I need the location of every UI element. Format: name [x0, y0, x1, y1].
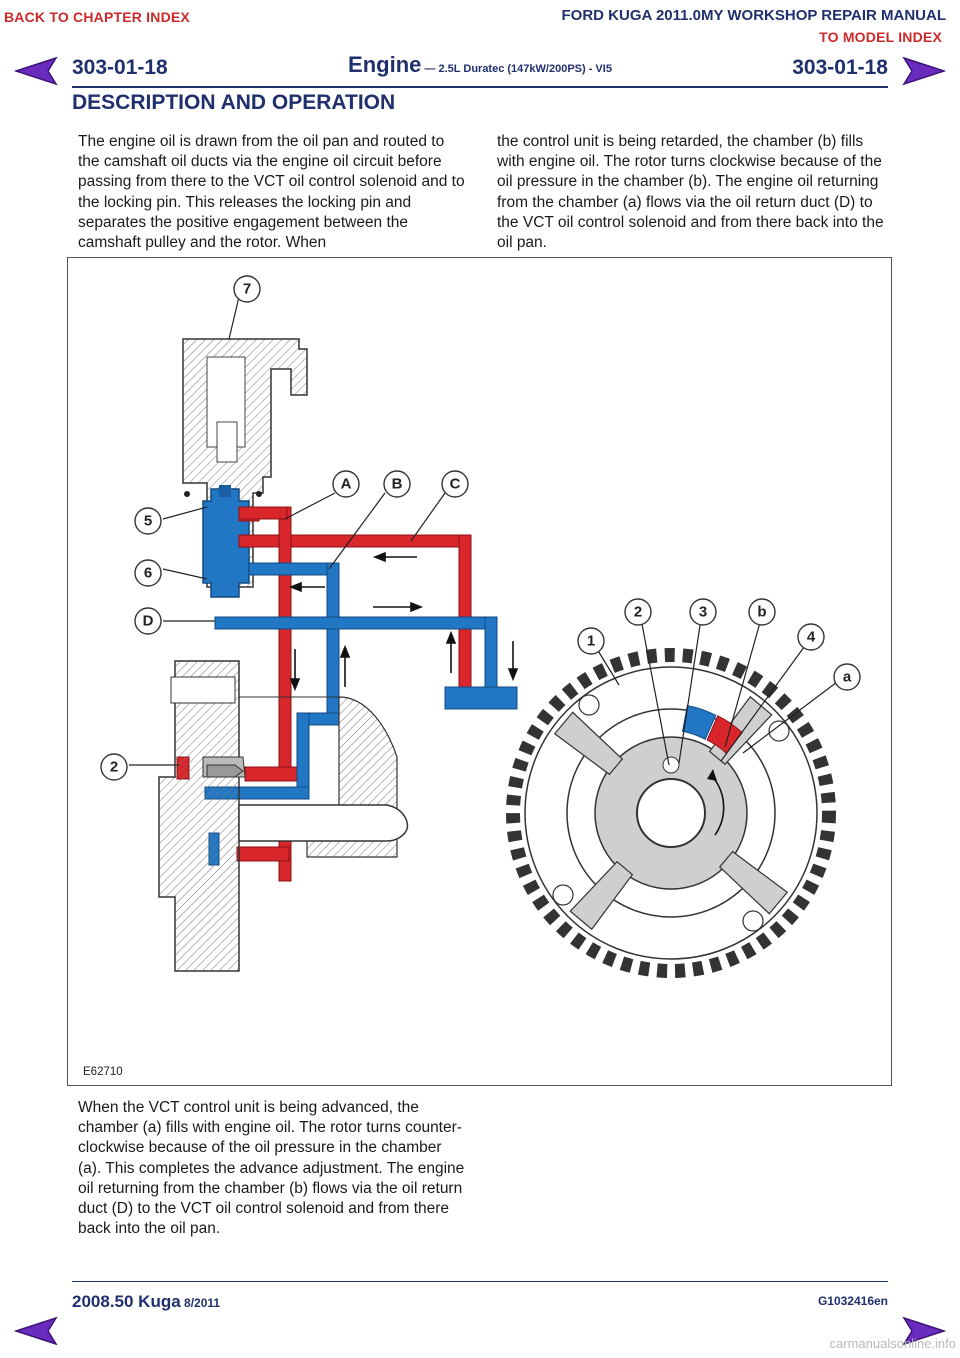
next-page-bottom-arrow-icon[interactable] [902, 1314, 946, 1348]
callout-5: 5 [144, 513, 152, 530]
manual-title: FORD KUGA 2011.0MY WORKSHOP REPAIR MANUA… [561, 7, 947, 24]
callout-a: a [843, 669, 852, 686]
page-header-engine: Engine — 2.5L Duratec (147kW/200PS) - VI… [0, 52, 960, 78]
page-code-left: 303-01-18 [72, 56, 168, 79]
callout-C: C [450, 476, 461, 493]
footer-date: 8/2011 [180, 1296, 221, 1310]
footer-rule [72, 1281, 888, 1282]
to-model-index-link[interactable]: TO MODEL INDEX [819, 29, 942, 45]
callout-1: 1 [587, 633, 595, 650]
figure-frame [67, 257, 892, 1086]
figure-code: E62710 [83, 1066, 123, 1078]
callout-A: A [341, 476, 352, 493]
callout-6: 6 [144, 565, 152, 582]
vct-unit-section [158, 660, 409, 972]
back-to-chapter-index-link[interactable]: BACK TO CHAPTER INDEX [4, 9, 190, 25]
previous-page-bottom-arrow-icon[interactable] [14, 1314, 58, 1348]
callout-D: D [143, 613, 154, 630]
footer-model: 2008.50 Kuga 8/2011 [72, 1292, 220, 1312]
callout-B: B [392, 476, 403, 493]
page-code-right: 303-01-18 [792, 56, 888, 79]
watermark: carmanualsonline.info [829, 1336, 956, 1351]
footer-doc-code: G1032416en [817, 1294, 888, 1308]
vct-sprocket-rotor [506, 648, 836, 978]
spool-valve [202, 485, 250, 598]
flow-arrows [288, 551, 519, 692]
paragraph-bottom: When the VCT control unit is being advan… [78, 1099, 465, 1238]
header-rule [72, 86, 888, 88]
paragraph-left: The engine oil is drawn from the oil pan… [78, 133, 465, 252]
callout-4: 4 [807, 629, 816, 646]
callout-7: 7 [243, 281, 251, 298]
callout-2-left: 2 [110, 759, 118, 776]
callout-2-right: 2 [634, 604, 642, 621]
engine-subtitle: — 2.5L Duratec (147kW/200PS) - VI5 [421, 63, 612, 75]
section-title: DESCRIPTION AND OPERATION [72, 91, 396, 114]
previous-page-arrow-icon[interactable] [14, 54, 58, 88]
vct-oil-circuit-diagram: 7 A B C 5 6 D 2 1 2 3 b 4 a [100, 275, 861, 978]
callout-3: 3 [699, 604, 707, 621]
paragraph-right: the control unit is being retarded, the … [497, 133, 884, 252]
footer-model-name: 2008.50 Kuga [72, 1292, 181, 1311]
next-page-arrow-icon[interactable] [902, 54, 946, 88]
engine-title: Engine [348, 52, 422, 77]
callout-leaders [129, 296, 842, 766]
callout-badges [100, 275, 861, 781]
callout-b: b [757, 604, 766, 621]
